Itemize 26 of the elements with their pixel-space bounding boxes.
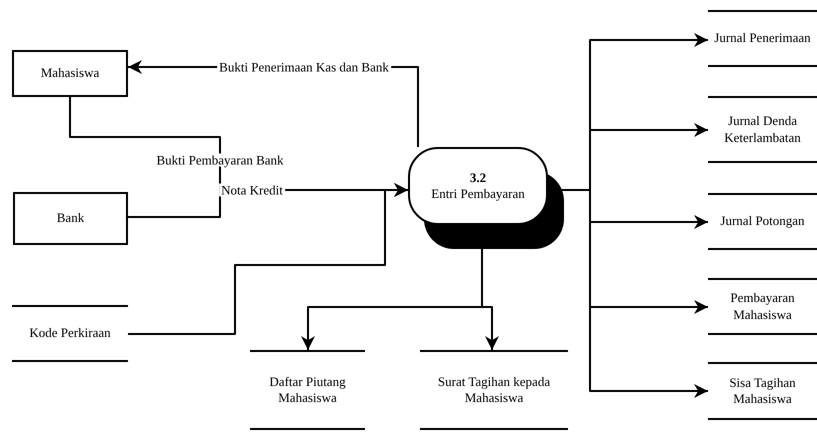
node-label: Kode Perkiraan [29, 325, 111, 342]
process-number: 3.2 [470, 170, 486, 186]
data-store [12, 305, 128, 362]
node-label: Surat Tagihan kepada Mahasiswa [436, 374, 552, 406]
node-label: Bank [56, 210, 84, 227]
edge-label: Nota Kredit [219, 184, 285, 196]
node-label: Pembayaran Mahasiswa [729, 290, 796, 323]
node-label: Jurnal Denda Keterlambatan [723, 113, 802, 146]
edge-label: Bukti Pembayaran Bank [154, 154, 286, 166]
node-label: Jurnal Penerimaan [714, 30, 811, 47]
edge-label: Bukti Penerimaan Kas dan Bank [217, 60, 391, 74]
entity-box [12, 50, 128, 97]
arrow [128, 183, 408, 335]
data-store [708, 96, 817, 163]
data-store [708, 10, 817, 67]
node-label: Daftar Piutang Mahasiswa [268, 374, 347, 406]
node-label: Mahasiswa [40, 65, 100, 82]
node-label: Entri Pembayaran [431, 186, 525, 202]
data-store [420, 350, 568, 430]
data-store [708, 193, 817, 250]
node-label: Sisa Tagihan Mahasiswa [728, 374, 797, 408]
entity-box [13, 192, 128, 245]
data-store [250, 350, 365, 430]
data-store [708, 362, 817, 420]
node-label: Jurnal Potongan [720, 213, 805, 230]
data-store [708, 278, 817, 335]
